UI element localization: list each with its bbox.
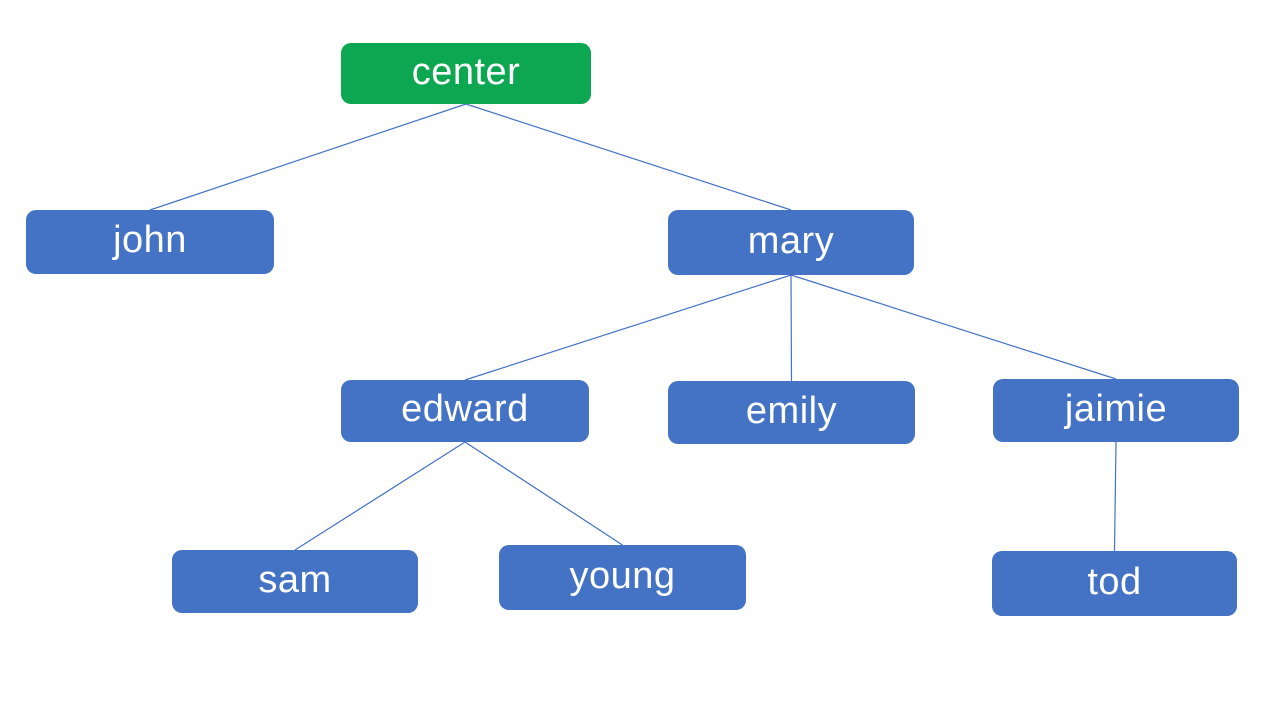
node-young-label: young [569,554,676,597]
node-tod-label: tod [1087,560,1142,603]
edge-mary-emily [790,274,793,382]
node-tod: tod [992,551,1237,616]
node-emily: emily [668,381,915,444]
node-center-label: center [411,50,521,93]
node-jaimie-label: jaimie [1064,387,1168,430]
node-edward: edward [341,380,589,442]
edge-edward-sam [294,441,466,551]
edge-mary-jaimie [790,274,1117,380]
edge-center-john [149,103,467,211]
node-mary-label: mary [747,219,835,262]
node-jaimie: jaimie [993,379,1239,442]
node-young: young [499,545,746,610]
node-emily-label: emily [745,389,838,432]
node-mary: mary [668,210,914,275]
node-john-label: john [113,219,187,261]
node-sam: sam [172,550,418,613]
edge-edward-young [464,441,623,546]
edge-mary-edward [464,274,792,381]
node-center: center [341,43,591,104]
edge-center-mary [465,103,792,211]
node-edward-label: edward [401,388,529,430]
node-john: john [26,210,274,274]
node-sam-label: sam [258,558,332,601]
edge-jaimie-tod [1113,441,1117,552]
